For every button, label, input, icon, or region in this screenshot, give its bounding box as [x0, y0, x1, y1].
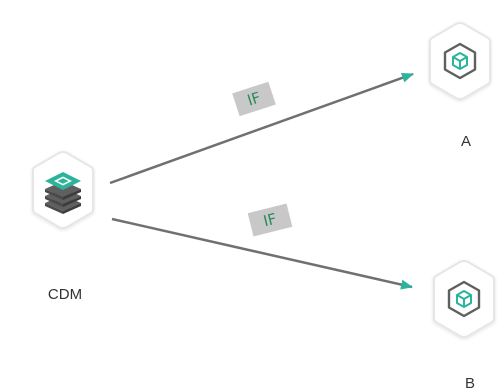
- condition-label-a[interactable]: IF: [232, 81, 276, 117]
- node-label-b: B: [465, 375, 475, 392]
- node-cdm[interactable]: CDM: [32, 150, 94, 303]
- cube-icon: [447, 280, 481, 318]
- edge-cdm-to-a[interactable]: IF: [109, 72, 414, 185]
- edge-cdm-to-b[interactable]: IF: [111, 203, 413, 290]
- node-a[interactable]: A: [429, 21, 491, 150]
- node-label-cdm: CDM: [48, 286, 82, 303]
- edge-line-a: [109, 72, 414, 185]
- cube-icon: [443, 42, 477, 80]
- condition-label-text-b: IF: [261, 210, 278, 231]
- condition-label-b[interactable]: IF: [247, 203, 293, 237]
- stacked-layers-icon: [45, 172, 81, 214]
- edge-line-b: [111, 217, 413, 290]
- node-label-a: A: [461, 133, 471, 150]
- node-b[interactable]: B: [433, 259, 495, 392]
- condition-label-bg: [232, 81, 276, 117]
- condition-label-bg: [247, 203, 293, 237]
- condition-label-text-a: IF: [245, 88, 263, 109]
